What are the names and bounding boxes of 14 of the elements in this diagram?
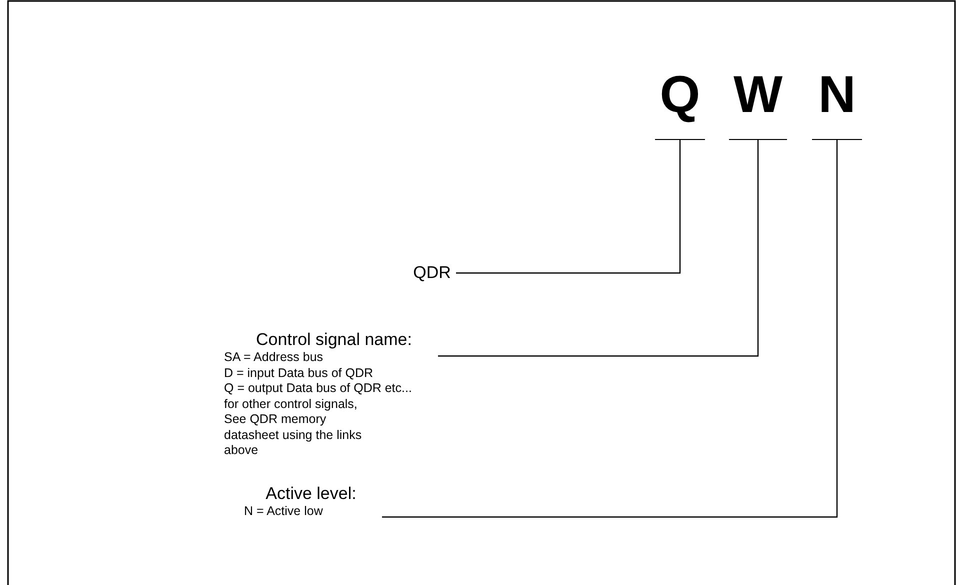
leader-line <box>382 140 838 518</box>
description-text: for other control signals, See QDR memory datasheet using the links above <box>224 396 363 458</box>
code-letter: N <box>812 62 862 140</box>
leader-line <box>456 140 681 274</box>
description-text: N = Active low <box>244 504 324 520</box>
field-label: Active level: <box>264 484 358 504</box>
description-text: SA = Address bus <box>224 350 324 366</box>
code-letter: Q <box>655 62 705 140</box>
description-text: D = input Data bus of QDR <box>224 366 374 381</box>
field-label: Control signal name: <box>255 330 413 350</box>
description-text: Q = output Data bus of QDR etc... <box>224 381 413 396</box>
field-label: QDR <box>412 262 452 284</box>
leader-line <box>438 140 759 357</box>
code-letter: W <box>729 62 787 140</box>
